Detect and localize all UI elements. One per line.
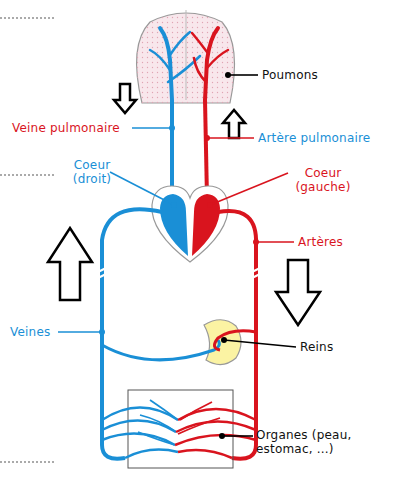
lung-vessels xyxy=(150,28,228,100)
kidney-vein xyxy=(102,340,219,360)
capillaries xyxy=(102,400,256,458)
heart-right xyxy=(160,194,188,256)
callout-label: Reins xyxy=(300,340,390,354)
flow-arrows xyxy=(48,84,320,325)
callout-label: Artères xyxy=(298,235,388,249)
callout-label: Poumons xyxy=(262,68,372,82)
callout-label: Coeur (droit) xyxy=(62,158,122,186)
break-mark xyxy=(252,268,260,278)
callout-label: Veines xyxy=(10,325,70,339)
break-mark xyxy=(98,268,106,278)
pulmonary-vein xyxy=(170,100,174,198)
page-mark xyxy=(0,461,55,463)
page-mark xyxy=(0,17,55,19)
page-mark xyxy=(0,174,55,176)
heart-outline xyxy=(152,186,228,262)
callout-label: Artère pulmonaire xyxy=(258,131,400,145)
lungs-divide xyxy=(186,10,187,100)
kidney-shape xyxy=(204,320,241,365)
callout-label: Coeur (gauche) xyxy=(288,166,358,194)
callout-label: Organes (peau, estomac, ...) xyxy=(256,428,401,456)
callout-label: Veine pulmonaire xyxy=(12,121,134,135)
pulmonary-artery xyxy=(205,100,207,198)
